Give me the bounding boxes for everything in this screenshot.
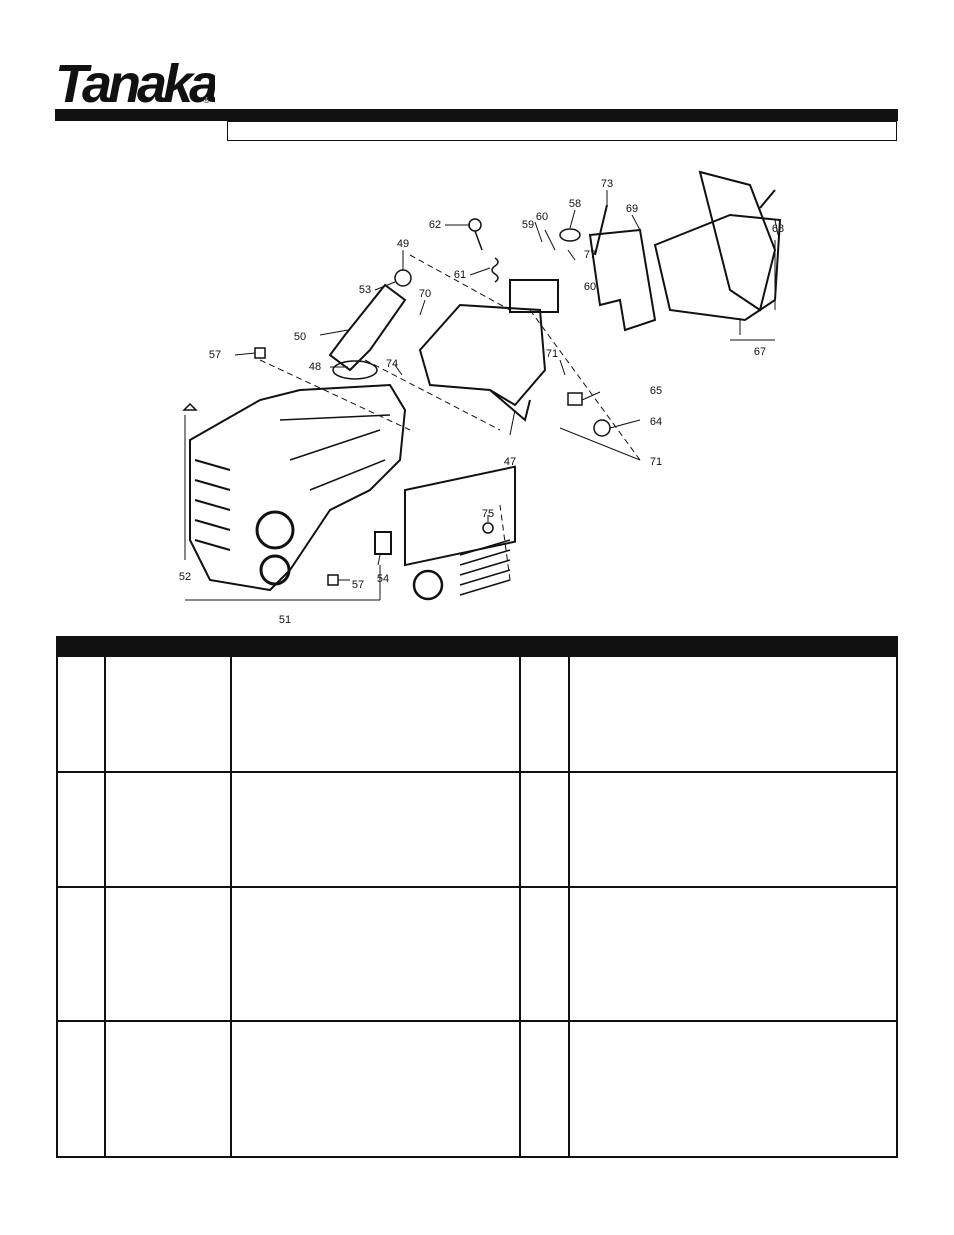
crankcase-rails bbox=[279, 414, 391, 491]
parts-table-cell-ref bbox=[58, 1022, 106, 1156]
callout-53: 53 bbox=[359, 284, 371, 296]
crankcase-port bbox=[259, 554, 291, 586]
bushing-54 bbox=[374, 531, 392, 555]
parts-table-cell-description2 bbox=[570, 657, 896, 773]
header-rule bbox=[55, 109, 898, 121]
screw-68 bbox=[759, 189, 776, 209]
parts-table-cell-part_no bbox=[106, 1022, 232, 1156]
filter-gasket-58 bbox=[559, 228, 581, 242]
callout-71: 71 bbox=[546, 348, 558, 360]
callout-65: 65 bbox=[650, 385, 662, 397]
callout-60: 60 bbox=[584, 281, 596, 293]
intake-manifold bbox=[328, 283, 407, 372]
callout-74: 74 bbox=[386, 358, 398, 370]
callout-49: 49 bbox=[397, 238, 409, 250]
parts-table bbox=[56, 636, 898, 1158]
carburetor bbox=[509, 279, 559, 313]
callout-47: 47 bbox=[504, 456, 516, 468]
crankcase-bearing-hole bbox=[255, 510, 295, 550]
parts-table-header bbox=[58, 638, 896, 657]
callout-73: 73 bbox=[601, 178, 613, 190]
knob-64 bbox=[593, 419, 611, 437]
parts-table-cell-part_no bbox=[106, 657, 232, 773]
insulator-gasket bbox=[332, 360, 378, 380]
parts-table-cell-ref2 bbox=[521, 773, 570, 888]
callout-59: 59 bbox=[522, 219, 534, 231]
parts-table-cell-description bbox=[232, 1022, 521, 1156]
parts-table-cell-part_no bbox=[106, 888, 232, 1022]
pin-52 bbox=[182, 402, 198, 411]
parts-table-cell-description2 bbox=[570, 773, 896, 888]
callout-58: 58 bbox=[569, 198, 581, 210]
section-title-box bbox=[227, 121, 897, 141]
leader-lines bbox=[184, 190, 779, 601]
spring-61 bbox=[491, 257, 499, 283]
svg-text:Tanaka: Tanaka bbox=[55, 54, 215, 108]
bolt-57-bottom bbox=[327, 574, 339, 586]
sleeve-65 bbox=[567, 392, 583, 406]
callout-50: 50 bbox=[294, 331, 306, 343]
air-cleaner-lid bbox=[698, 170, 777, 312]
callout-52: 52 bbox=[179, 571, 191, 583]
bolt-73 bbox=[594, 204, 608, 256]
dashed-assembly-lines bbox=[259, 254, 641, 581]
callout-57: 57 bbox=[209, 349, 221, 361]
callout-69: 69 bbox=[626, 203, 638, 215]
parts-table-cell-ref2 bbox=[521, 1022, 570, 1156]
crankcase-fins bbox=[194, 459, 231, 551]
callout-77: 77 bbox=[584, 249, 596, 261]
parts-table-cell-description bbox=[232, 657, 521, 773]
cylinder-fins bbox=[459, 539, 511, 596]
parts-table-cell-description2 bbox=[570, 888, 896, 1022]
air-filter-element bbox=[588, 228, 657, 332]
carburetor-bracket bbox=[418, 303, 547, 407]
parts-table-cell-description2 bbox=[570, 1022, 896, 1156]
bolt-57-top bbox=[254, 347, 266, 359]
parts-table-cell-part_no bbox=[106, 773, 232, 888]
callout-75: 75 bbox=[482, 508, 494, 520]
primer-line bbox=[474, 230, 483, 251]
callout-71: 71 bbox=[650, 456, 662, 468]
callout-70: 70 bbox=[419, 288, 431, 300]
cylinder-block bbox=[404, 465, 516, 567]
callout-48: 48 bbox=[309, 361, 321, 373]
callout-51: 51 bbox=[279, 614, 291, 626]
callout-64: 64 bbox=[650, 416, 662, 428]
cylinder-bore bbox=[412, 569, 444, 601]
callout-62: 62 bbox=[429, 219, 441, 231]
parts-table-cell-description bbox=[232, 773, 521, 888]
callout-67: 67 bbox=[754, 346, 766, 358]
callout-60: 60 bbox=[536, 211, 548, 223]
callout-61: 61 bbox=[454, 269, 466, 281]
crankcase-housing bbox=[189, 383, 407, 592]
callout-54: 54 bbox=[377, 573, 389, 585]
parts-table-cell-ref bbox=[58, 773, 106, 888]
carburetor-bracket-arm bbox=[489, 389, 531, 422]
parts-table-cell-ref bbox=[58, 657, 106, 773]
parts-table-cell-ref2 bbox=[521, 888, 570, 1022]
gasket-49 bbox=[394, 269, 412, 287]
primer-bulb bbox=[468, 218, 482, 232]
parts-table-cell-description bbox=[232, 888, 521, 1022]
callout-57: 57 bbox=[352, 579, 364, 591]
registered-mark: ® bbox=[203, 95, 210, 105]
tanaka-logo: Tanaka bbox=[55, 54, 215, 108]
parts-table-cell-ref2 bbox=[521, 657, 570, 773]
nut-75 bbox=[482, 522, 494, 534]
callout-68: 68 bbox=[772, 223, 784, 235]
parts-table-cell-ref bbox=[58, 888, 106, 1022]
